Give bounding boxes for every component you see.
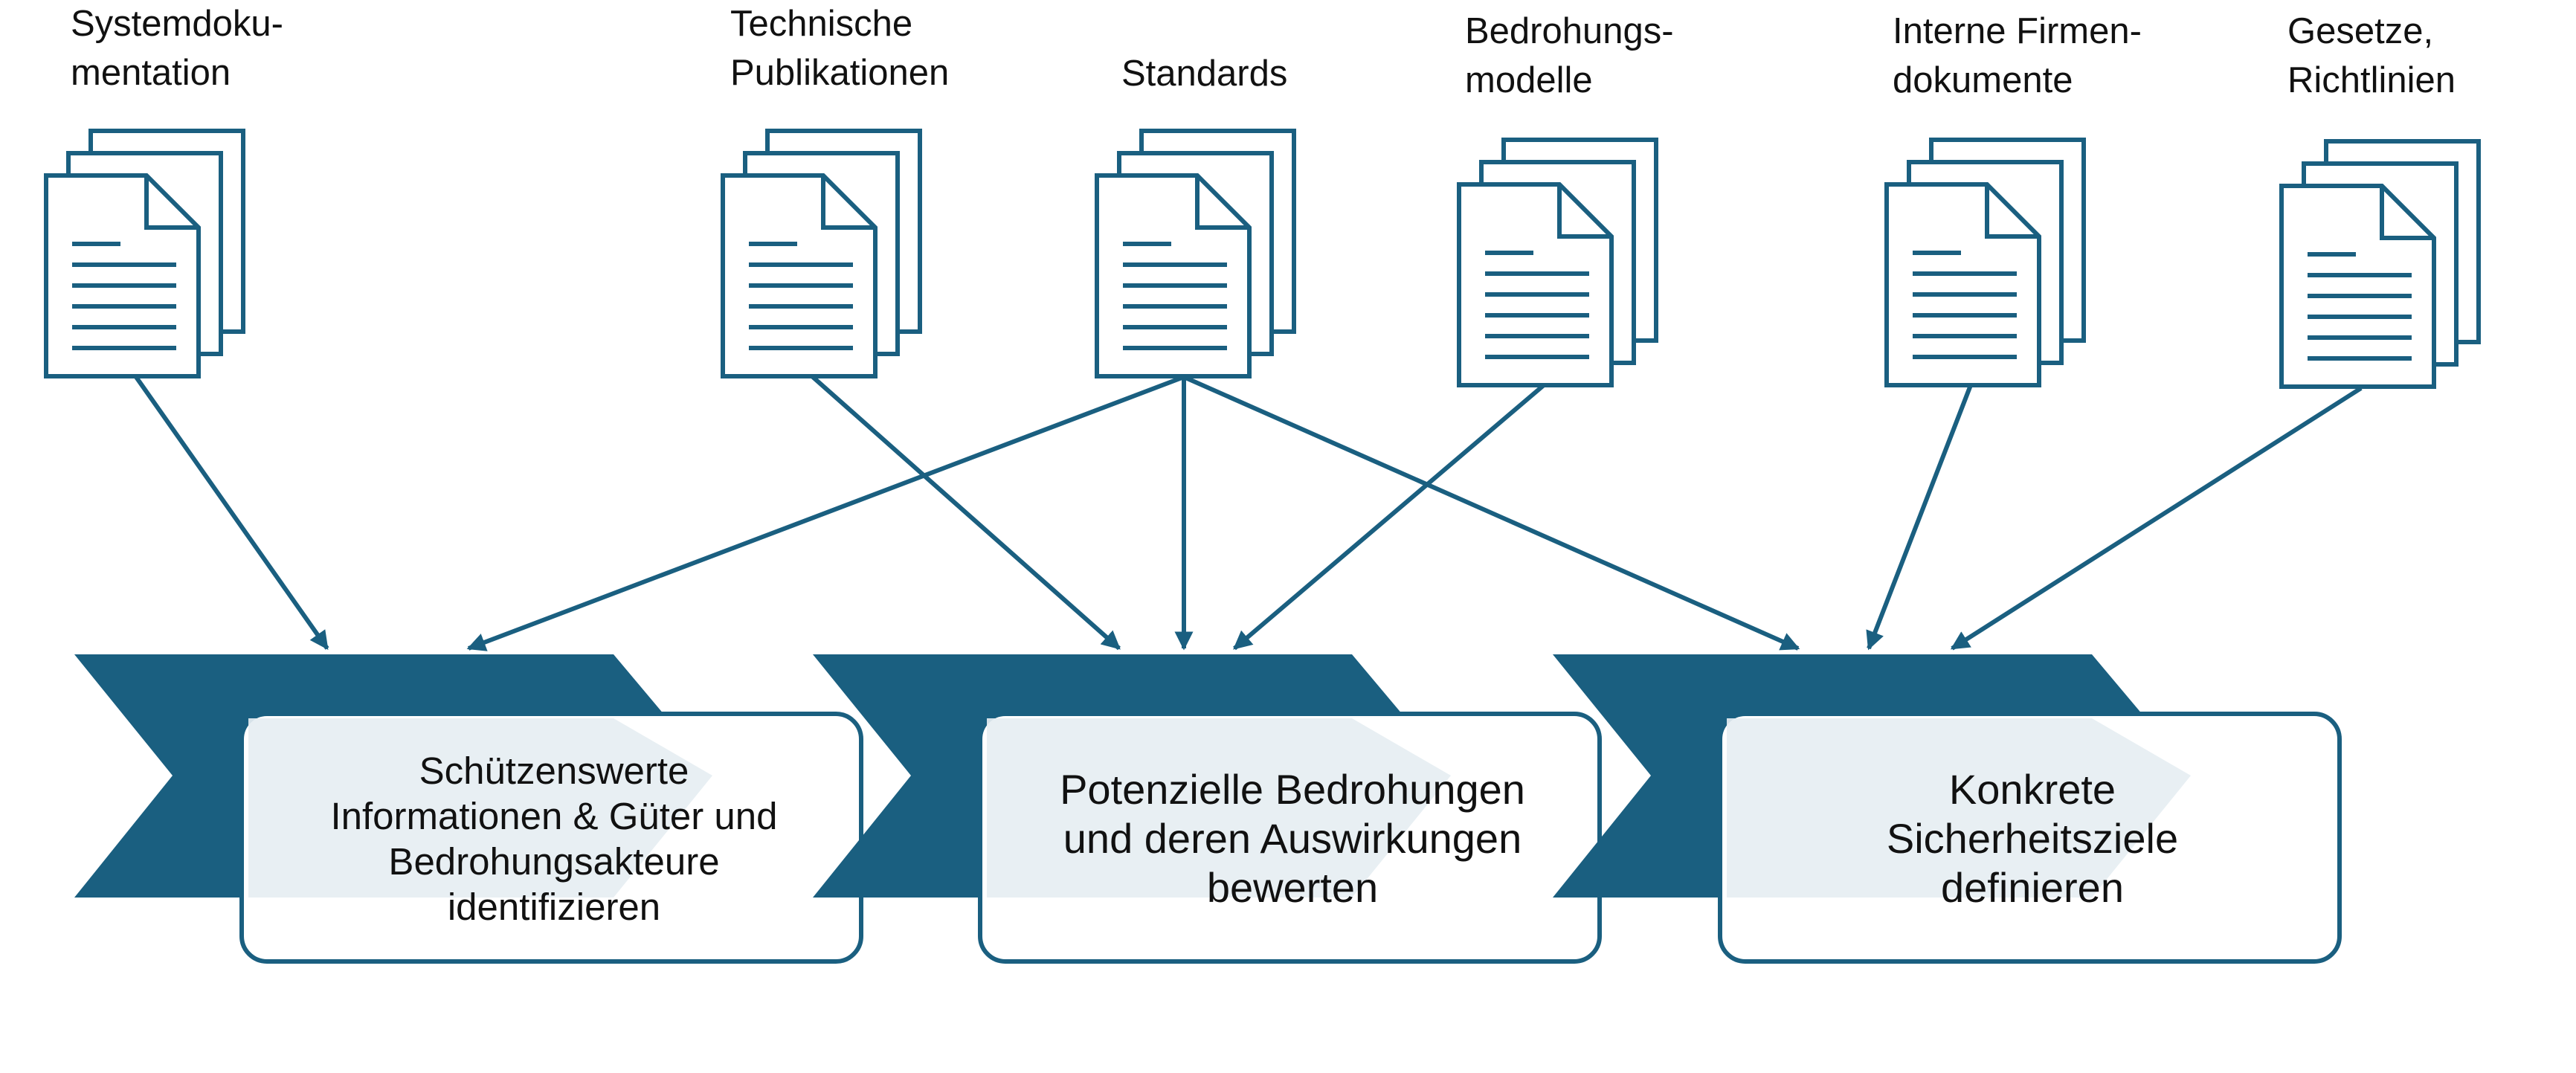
source-systemdoku: Systemdoku-mentation bbox=[44, 4, 283, 378]
chevron-overlay bbox=[1727, 718, 2191, 898]
step-label-line: Schützenswerte bbox=[419, 750, 689, 792]
source-label-line: mentation bbox=[71, 53, 231, 93]
chevron-overlay bbox=[987, 718, 1451, 898]
arrow-gesetze-to-step3 bbox=[1950, 386, 2363, 651]
chevron-overlay bbox=[248, 718, 712, 898]
arrow-standards-to-step3 bbox=[1182, 375, 1800, 651]
source-interne: Interne Firmen-dokumente bbox=[1884, 11, 2142, 387]
source-bedrohungsmodelle: Bedrohungs-modelle bbox=[1457, 11, 1674, 387]
source-label-line: Standards bbox=[1121, 54, 1287, 94]
step-label-line: Sicherheitsziele bbox=[1887, 815, 2178, 862]
source-label: Systemdoku-mentation bbox=[71, 4, 283, 93]
source-standards: Standards bbox=[1095, 54, 1296, 378]
source-label: Interne Firmen-dokumente bbox=[1893, 11, 2142, 100]
arrow-bedrohungsmodelle-to-step2 bbox=[1233, 383, 1545, 651]
step-label-line: Konkrete bbox=[1949, 766, 2116, 813]
connection-arrows bbox=[134, 375, 2363, 651]
arrow-standards-to-step1 bbox=[466, 375, 1185, 651]
source-label: Standards bbox=[1121, 54, 1287, 94]
step-label-line: bewerten bbox=[1207, 864, 1378, 911]
document-stack-icon bbox=[1457, 138, 1658, 387]
arrow-systemdoku-to-step1 bbox=[134, 376, 329, 651]
document-stack-icon bbox=[1095, 129, 1296, 378]
source-label-line: Publikationen bbox=[730, 53, 949, 93]
arrow-interne-to-step3 bbox=[1866, 384, 1973, 651]
source-label: Bedrohungs-modelle bbox=[1465, 11, 1674, 100]
step-label-line: und deren Auswirkungen bbox=[1063, 815, 1522, 862]
source-label-line: Interne Firmen- bbox=[1893, 11, 2142, 51]
source-label-line: Gesetze, bbox=[2287, 11, 2433, 51]
step-label-line: definieren bbox=[1941, 864, 2124, 911]
document-stack-icon bbox=[1884, 138, 2086, 387]
step-label-line: Informationen & Güter und bbox=[330, 795, 777, 837]
source-label-line: Technische bbox=[730, 4, 912, 44]
source-label-line: dokumente bbox=[1893, 60, 2073, 100]
arrow-technische-to-step2 bbox=[811, 375, 1121, 651]
source-label: Gesetze, Richtlinien bbox=[2287, 11, 2456, 100]
step-label-line: identifizieren bbox=[448, 886, 660, 928]
source-label-line: Systemdoku- bbox=[71, 4, 283, 44]
document-stack-icon bbox=[2279, 139, 2481, 389]
step-label-line: Potenzielle Bedrohungen bbox=[1060, 766, 1525, 813]
source-label-line: Bedrohungs- bbox=[1465, 11, 1674, 51]
source-label-line: modelle bbox=[1465, 60, 1593, 100]
source-label-line: Richtlinien bbox=[2287, 60, 2456, 100]
document-stack-icon bbox=[44, 129, 245, 378]
source-gesetze: Gesetze, Richtlinien bbox=[2279, 11, 2481, 389]
step-label-line: Bedrohungsakteure bbox=[388, 840, 719, 883]
document-stack-icon bbox=[721, 129, 922, 378]
